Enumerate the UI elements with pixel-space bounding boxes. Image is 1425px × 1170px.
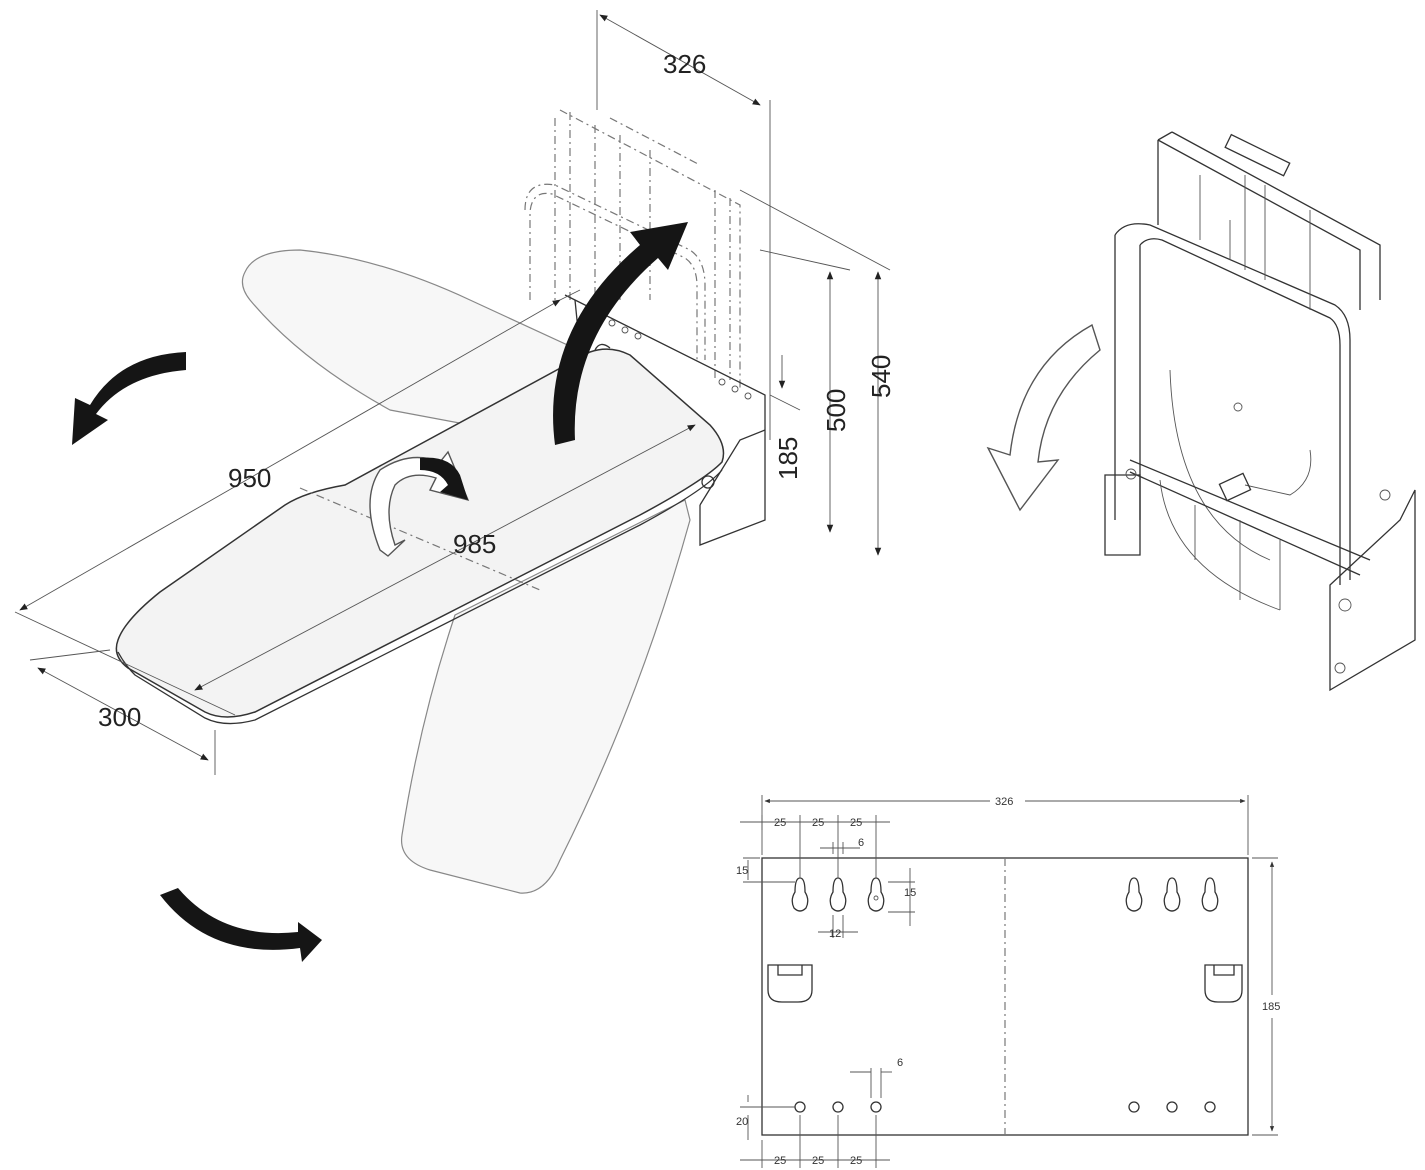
dim-500-label: 500 (821, 389, 851, 432)
plate-slot-length-label: 15 (904, 887, 916, 899)
plate-spacing-bottom-2: 25 (812, 1155, 824, 1167)
rotate-right-arrow-icon (160, 888, 322, 962)
plate-slot-head-label: 12 (829, 928, 841, 940)
dim-300-label: 300 (98, 702, 141, 732)
hook-left (767, 964, 813, 1003)
mounting-holes (794, 1101, 1216, 1113)
dim-326-label: 326 (663, 49, 706, 79)
dim-300-line (37, 667, 209, 761)
keyhole-slots-left (791, 877, 885, 912)
plate-hole-diameter-label: 6 (897, 1057, 903, 1069)
plate-spacing-top-2: 25 (812, 817, 824, 829)
plate-spacing-bottom-3: 25 (850, 1155, 862, 1167)
plate-width-label: 326 (995, 796, 1013, 808)
dim-985-label: 985 (453, 529, 496, 559)
plate-hole-bottom-label: 20 (736, 1116, 748, 1128)
folded-frame-ghost (524, 109, 741, 390)
dim-540-label: 540 (866, 355, 896, 398)
plate-slot-top-label: 15 (736, 865, 748, 877)
plate-height-label: 185 (1262, 1001, 1280, 1013)
plate-spacing-bottom-1: 25 (774, 1155, 786, 1167)
plate-dimension-lines (740, 795, 1278, 1168)
wall-bracket (564, 294, 766, 546)
fold-up-arrow-icon (553, 222, 688, 445)
keyhole-slots-right (1125, 877, 1219, 912)
main-view: 326 950 300 985 185 500 540 (14, 10, 896, 962)
rotate-left-arrow-icon (72, 352, 186, 445)
dim-950-label: 950 (228, 463, 271, 493)
rotate-board-arrow-head-icon (420, 457, 468, 500)
plate-slot-width-label: 6 (858, 837, 864, 849)
folded-view (986, 131, 1416, 692)
plate-spacing-top-3: 25 (850, 817, 862, 829)
dim-985-line (194, 424, 696, 691)
dimension-lines (14, 10, 891, 775)
dim-326-line (599, 14, 761, 106)
fold-down-arrow-icon (986, 323, 1101, 512)
dim-185-label: 185 (773, 437, 803, 480)
plate-spacing-top-1: 25 (774, 817, 786, 829)
hook-right (1204, 964, 1243, 1003)
mounting-plate-drawing: 326 25 25 25 6 15 15 12 185 6 20 25 25 2… (736, 795, 1280, 1168)
